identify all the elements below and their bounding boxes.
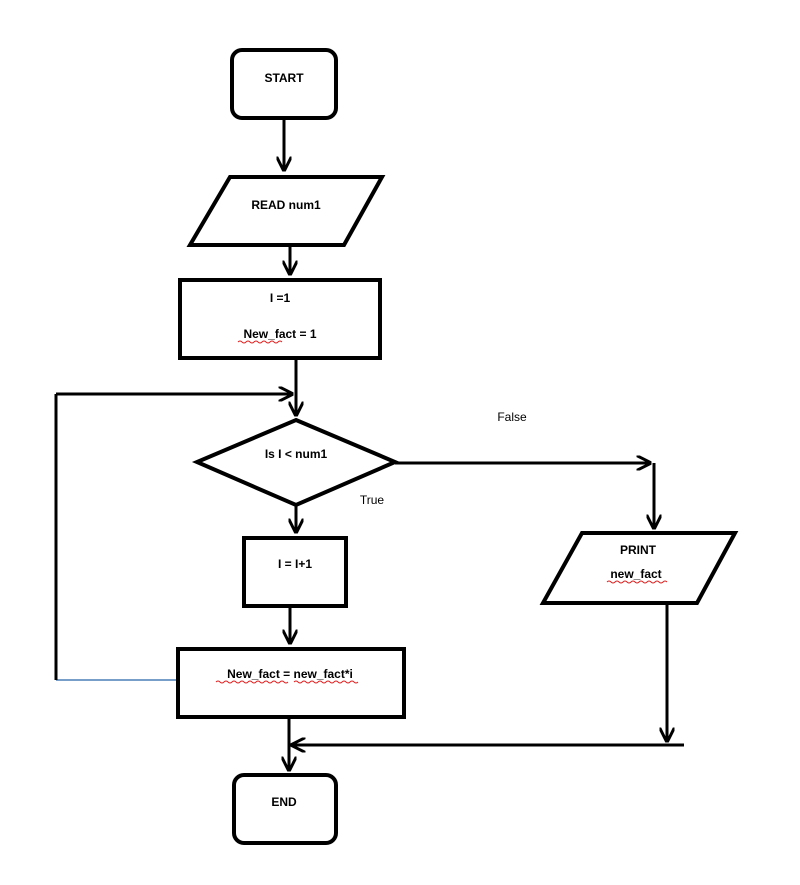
end-label: END bbox=[271, 795, 297, 809]
decision-label: Is I < num1 bbox=[265, 447, 328, 461]
decision-node bbox=[191, 417, 401, 508]
true-label: True bbox=[360, 493, 385, 507]
print-label-line2: new_fact bbox=[610, 567, 661, 581]
init-label-line2: New_fact = 1 bbox=[243, 327, 316, 341]
false-label: False bbox=[497, 410, 527, 424]
end-node bbox=[232, 773, 338, 845]
init-label-line1: I =1 bbox=[270, 291, 291, 305]
update-label: New_fact = new_fact*i bbox=[227, 667, 353, 681]
spellcheck-underline-init bbox=[237, 340, 283, 344]
print-node bbox=[539, 531, 739, 605]
update-node bbox=[176, 647, 406, 719]
spellcheck-underline-print bbox=[606, 580, 668, 584]
print-label-line1: PRINT bbox=[620, 543, 657, 557]
start-node bbox=[230, 48, 338, 120]
read-node bbox=[186, 175, 386, 247]
start-label: START bbox=[264, 71, 304, 85]
increment-node bbox=[242, 536, 348, 608]
read-label: READ num1 bbox=[251, 198, 321, 212]
spellcheck-underline-update-2 bbox=[293, 680, 359, 684]
spellcheck-underline-update-1 bbox=[215, 680, 289, 684]
init-node bbox=[178, 278, 382, 360]
increment-label: I = I+1 bbox=[278, 557, 312, 571]
